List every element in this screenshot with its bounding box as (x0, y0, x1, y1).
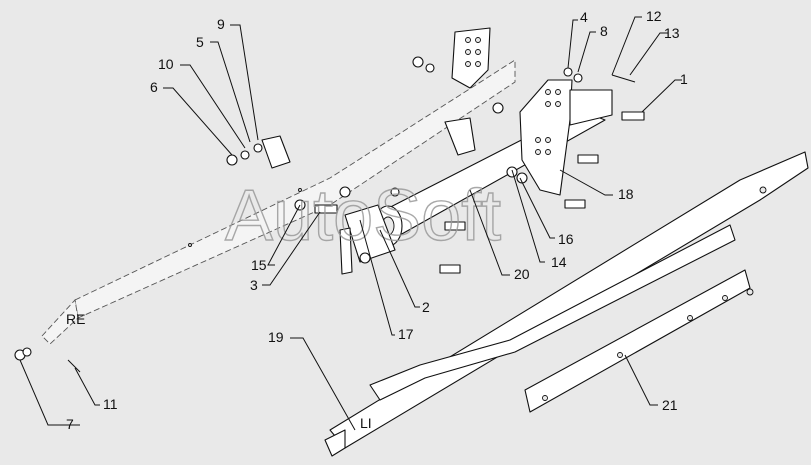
callout-7: 7 (66, 416, 74, 432)
front-mounting-bracket (519, 79, 613, 196)
callout-8: 8 (600, 23, 608, 39)
small-bracket-left (261, 135, 291, 169)
clamp-block (339, 204, 396, 275)
callout-11: 11 (103, 396, 118, 412)
callout-6: 6 (150, 79, 158, 95)
callout-12: 12 (646, 8, 662, 24)
leader-lines (19, 16, 682, 431)
callout-15: 15 (251, 257, 267, 273)
reinforcement-plate (524, 269, 751, 413)
callout-9: 9 (217, 16, 225, 32)
callout-16: 16 (558, 231, 574, 247)
left-frame-rail (324, 151, 809, 457)
side-label-right: RE (66, 311, 85, 327)
right-frame-rail-ghost (41, 59, 516, 345)
callout-numbers: 9 5 10 6 4 8 12 13 1 18 16 14 20 15 3 2 … (66, 8, 688, 432)
right-mounting-bracket-back (444, 27, 491, 156)
fasteners (14, 56, 645, 373)
callout-20: 20 (514, 266, 530, 282)
callout-14: 14 (551, 254, 567, 270)
callout-3: 3 (250, 277, 258, 293)
watermark-text: AutoSoft (225, 176, 501, 256)
callout-17: 17 (398, 326, 414, 342)
callout-5: 5 (196, 34, 204, 50)
callout-10: 10 (158, 56, 174, 72)
callout-19: 19 (268, 329, 284, 345)
callout-1: 1 (680, 71, 688, 87)
callout-2: 2 (422, 299, 430, 315)
callout-21: 21 (662, 397, 678, 413)
side-label-left: LI (360, 415, 372, 431)
callout-4: 4 (580, 9, 588, 25)
callout-13: 13 (664, 25, 680, 41)
callout-18: 18 (618, 186, 634, 202)
